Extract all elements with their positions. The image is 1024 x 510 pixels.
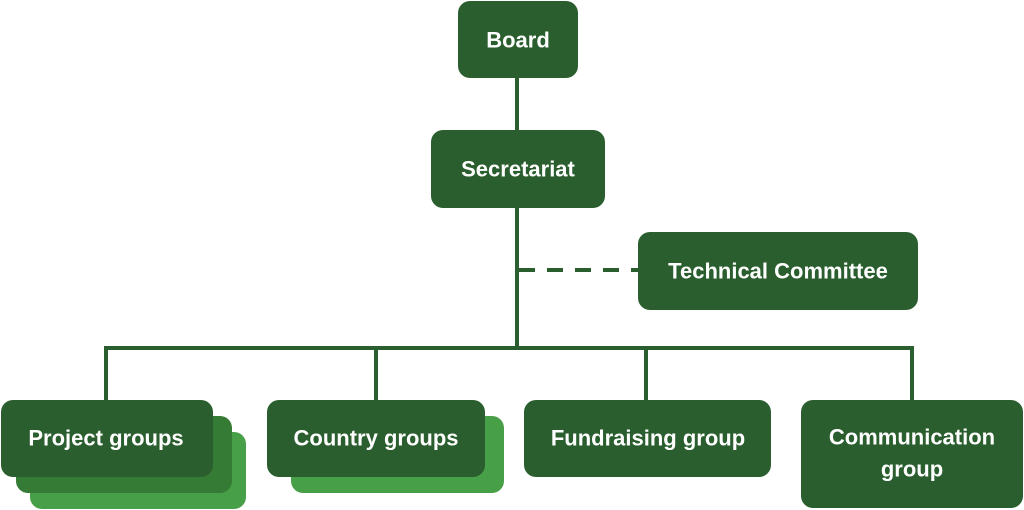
node-board: Board	[458, 1, 578, 78]
node-fundraising-group: Fundraising group	[524, 400, 771, 477]
project-groups-label: Project groups	[28, 426, 183, 451]
technical-committee-label: Technical Committee	[668, 259, 888, 284]
secretariat-label: Secretariat	[461, 157, 575, 182]
secretariat-box	[431, 130, 605, 208]
communication-group-label-line2: group	[881, 457, 943, 482]
communication-group-box	[801, 400, 1023, 508]
communication-group-label-line1: Communication	[829, 425, 995, 450]
technical-committee-box	[638, 232, 918, 310]
node-country-groups: Country groups	[267, 400, 504, 493]
connectors	[104, 78, 914, 400]
board-box	[458, 1, 578, 78]
board-label: Board	[486, 28, 550, 53]
fundraising-group-box	[524, 400, 771, 477]
country-groups-label: Country groups	[294, 426, 459, 451]
node-technical-committee: Technical Committee	[638, 232, 918, 310]
fundraising-group-label: Fundraising group	[551, 426, 745, 451]
node-secretariat: Secretariat	[431, 130, 605, 208]
node-communication-group: Communication group	[801, 400, 1023, 508]
project-groups-box	[1, 400, 213, 477]
country-groups-box	[267, 400, 485, 477]
node-project-groups: Project groups	[1, 400, 246, 509]
